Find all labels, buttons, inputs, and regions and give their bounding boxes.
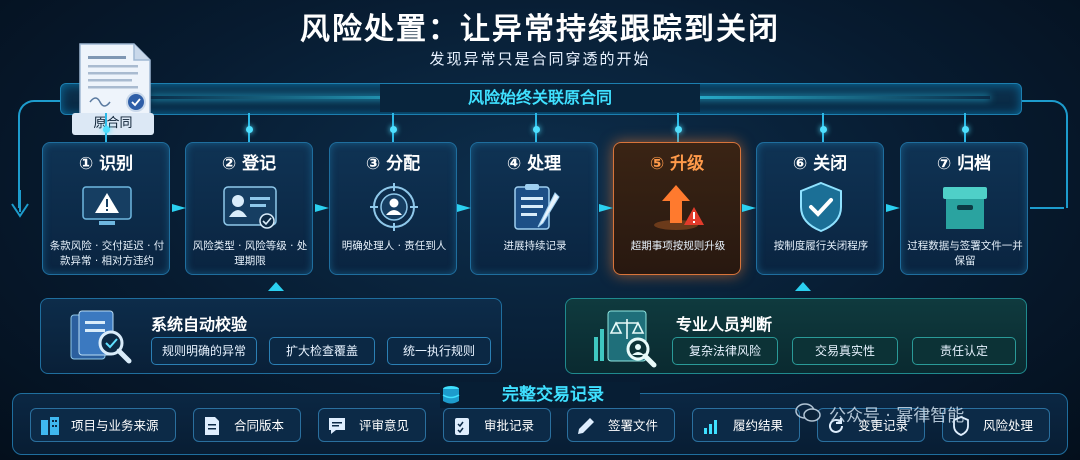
connector-dot [962,126,969,133]
step-card-register: ② 登记 风险类型 · 风险等级 · 处理期限 [185,142,313,275]
up-arrow-icon [268,282,284,291]
flow-arrow-icon [457,204,471,212]
step-title: ⑦ 归档 [936,154,992,174]
page-subtitle: 发现异常只是合同穿透的开始 [429,50,651,68]
record-item-label: 审批记录 [484,418,535,433]
clipboard-pen-icon [514,184,560,230]
page-title: 风险处置：让异常持续跟踪到关闭 [300,12,780,47]
step-card-archive: ⑦ 归档 过程数据与签署文件一并保留 [900,142,1028,275]
step-card-identify: ① 识别 条款风险 · 交付延迟 · 付款异常 · 相对方违约 [42,142,170,275]
warning-monitor-icon [82,186,132,225]
record-item-label: 评审意见 [359,418,410,433]
step-title: ⑥ 关闭 [792,154,848,174]
connector-dot [246,126,253,133]
auto-check-chip: 扩大检查覆盖 [269,337,375,365]
auto-check-panel: 系统自动校验 规则明确的异常 扩大检查覆盖 统一执行规则 [40,298,502,374]
comment-icon [329,418,345,434]
step-title: ⑤ 升级 [649,154,705,174]
loop-left-arrow-icon [11,190,29,218]
connector-dot [820,126,827,133]
legal-scale-icon [594,310,657,368]
shield-icon [953,416,969,436]
building-icon [41,417,59,435]
step-title: ② 登记 [221,154,277,174]
step-description: 超期事项按规则升级 [630,240,726,252]
step-card-close: ⑥ 关闭 按制度履行关闭程序 [756,142,884,275]
transaction-record-title-text: 完整交易记录 [502,385,604,405]
step-description: 过程数据与签署文件一并保留 [907,240,1023,267]
flow-arrow-icon [886,204,900,212]
connector-dot [533,126,540,133]
pen-icon [578,418,594,434]
record-item-label: 履约结果 [733,418,784,433]
record-item-label: 签署文件 [608,418,659,433]
step-description: 进展持续记录 [503,240,567,252]
refresh-icon [829,418,843,433]
contract-label: 原合同 [72,113,154,135]
auto-check-chip: 统一执行规则 [387,337,491,365]
shield-check-icon [800,181,842,233]
record-item-label: 项目与业务来源 [71,418,159,433]
transaction-record-title: 完整交易记录 [440,382,640,408]
document-icon [205,417,219,435]
archive-box-icon [943,187,987,229]
id-card-icon [223,186,277,229]
connector-dot [390,126,397,133]
step-title: ① 识别 [78,154,134,174]
step-title: ③ 分配 [365,154,421,174]
step-card-escalate: ⑤ 升级 超期事项按规则升级 [613,142,741,275]
document-magnifier-icon [70,310,132,364]
database-icon [442,386,460,404]
up-arrow-icon [795,282,811,291]
step-title: ④ 处理 [506,154,562,174]
step-description: 风险类型 · 风险等级 · 处理期限 [192,240,308,267]
step-card-assign: ③ 分配 明确处理人 · 责任到人 [329,142,457,275]
record-item-label: 变更记录 [858,418,909,433]
target-person-icon [370,183,418,231]
bar-chart-icon [704,420,717,434]
step-description: 条款风险 · 交付延迟 · 付款异常 · 相对方违约 [49,240,165,267]
watermark: 公众号 · 幂律智能 [795,399,1065,429]
record-item: 履约结果 [692,408,800,442]
connector-dot [103,126,110,133]
link-bar-label: 风险始终关联原合同 [380,84,700,112]
wechat-icon [795,403,821,422]
connector-dot [675,126,682,133]
flow-arrow-icon [742,204,756,212]
record-item: 合同版本 [193,408,301,442]
record-item: 评审意见 [318,408,426,442]
record-item: 风险处理 [942,408,1050,442]
auto-check-title: 系统自动校验 [151,315,248,334]
checklist-icon [455,418,469,435]
step-description: 明确处理人 · 责任到人 [341,240,447,252]
auto-check-chip: 规则明确的异常 [151,337,257,365]
watermark-text: 公众号 · 幂律智能 [829,406,965,426]
loop-return-line [1030,207,1064,209]
expert-chip: 责任认定 [912,337,1016,365]
step-card-handle: ④ 处理 进展持续记录 [470,142,598,275]
record-item: 审批记录 [443,408,551,442]
expert-judgment-title: 专业人员判断 [676,315,773,334]
record-item: 变更记录 [817,408,925,442]
record-item-label: 风险处理 [983,418,1034,433]
record-item: 签署文件 [567,408,675,442]
expert-chip: 复杂法律风险 [672,337,778,365]
escalate-arrow-icon [654,185,704,230]
flow-arrow-icon [315,204,329,212]
expert-judgment-panel: 专业人员判断 复杂法律风险 交易真实性 责任认定 [565,298,1027,374]
record-item-label: 合同版本 [234,418,285,433]
record-item: 项目与业务来源 [30,408,176,442]
expert-chip: 交易真实性 [792,337,898,365]
contract-document-icon [79,43,151,119]
step-description: 按制度履行关闭程序 [773,240,869,252]
flow-arrow-icon [599,204,613,212]
flow-arrow-icon [172,204,186,212]
